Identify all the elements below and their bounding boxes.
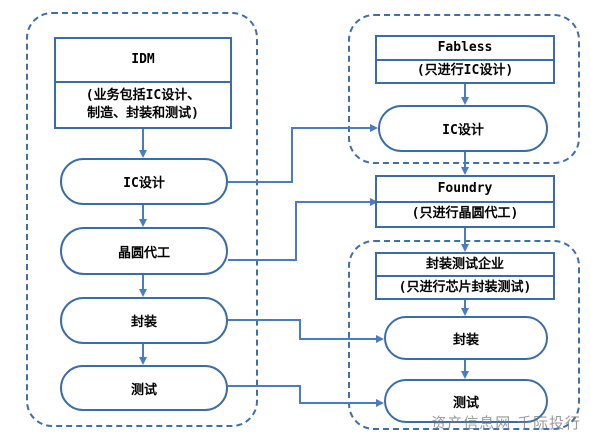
idm-step-testing: 测试	[60, 365, 228, 411]
link-icdesign-to-fabless-icdesign	[228, 124, 378, 183]
idm-subtitle-line1: (业务包括IC设计、	[85, 88, 201, 103]
link-packaging-to-osat-packaging	[228, 319, 384, 343]
osat-step-testing: 测试	[384, 379, 548, 423]
link-testing-to-osat-testing	[228, 385, 384, 407]
idm-subtitle-line2: 制造、封装和测试)	[87, 106, 199, 121]
osat-step-packaging: 封装	[384, 316, 548, 360]
idm-subtitle: (业务包括IC设计、 制造、封装和测试)	[56, 81, 230, 127]
idm-step-ic-design: IC设计	[60, 158, 228, 205]
osat-title: 封装测试企业	[425, 256, 504, 272]
fabless-title: Fabless	[437, 39, 493, 55]
foundry-box: Foundry (只进行晶圆代工)	[375, 175, 555, 228]
osat-subtitle: (只进行芯片封装测试)	[377, 275, 553, 298]
osat-box: 封装测试企业 (只进行芯片封装测试)	[375, 252, 555, 300]
watermark: 资产信息网 千际投行	[431, 414, 581, 432]
fabless-subtitle: (只进行IC设计)	[377, 58, 553, 83]
idm-step-wafer-foundry: 晶圆代工	[60, 227, 228, 275]
idm-step-packaging: 封装	[60, 297, 228, 344]
idm-box: IDM (业务包括IC设计、 制造、封装和测试)	[54, 37, 232, 129]
foundry-subtitle: (只进行晶圆代工)	[377, 200, 553, 227]
idm-group	[26, 12, 258, 427]
link-wafer-to-foundry	[228, 198, 378, 261]
idm-title: IDM	[131, 52, 155, 67]
fabless-step-ic-design: IC设计	[378, 105, 548, 152]
foundry-title: Foundry	[437, 180, 493, 196]
fabless-box: Fabless (只进行IC设计)	[375, 35, 555, 84]
